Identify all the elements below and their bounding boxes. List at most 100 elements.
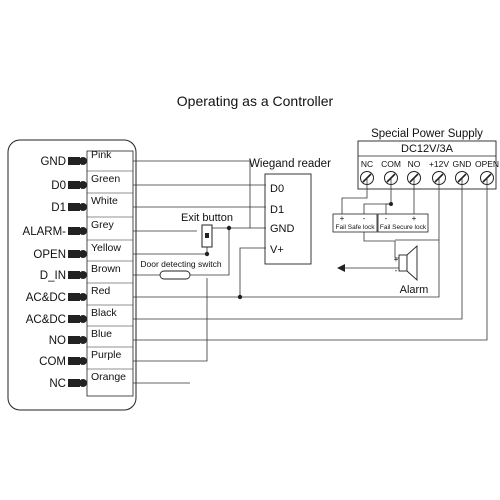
terminal-label-open-4: OPEN bbox=[33, 249, 66, 261]
locks: Fail Safe lock + - Fail Secure lock - + bbox=[332, 213, 429, 233]
terminal-pin-nc-10 bbox=[68, 379, 80, 387]
terminal-connector-open-4 bbox=[79, 250, 87, 258]
fail-safe-plus: + bbox=[340, 214, 345, 223]
terminal-pin-ac-dc-6 bbox=[68, 293, 80, 301]
wire-purple bbox=[133, 278, 208, 362]
diagram-title: Operating as a Controller bbox=[177, 93, 334, 109]
wire-label-panel bbox=[86, 150, 134, 397]
wire-gnd bbox=[133, 160, 266, 229]
wire-label-grey: Grey bbox=[91, 219, 115, 231]
wire-label-orange: Orange bbox=[91, 371, 126, 383]
terminal-connector-ac-dc-6 bbox=[79, 293, 87, 301]
wire-label-yellow: Yellow bbox=[91, 242, 121, 254]
junctions bbox=[204, 202, 393, 300]
terminal-label-nc-10: NC bbox=[49, 378, 66, 390]
terminal-connector-nc-10 bbox=[79, 379, 87, 387]
terminal-label-d1-2: D1 bbox=[51, 202, 66, 214]
terminal-pin-com-9 bbox=[68, 357, 80, 365]
terminal-pin-no-8 bbox=[68, 336, 80, 344]
terminal-label-no-8: NO bbox=[49, 335, 66, 347]
wire-label-brown: Brown bbox=[91, 263, 121, 275]
psu-terminal-label-com: COM bbox=[381, 159, 401, 169]
terminal-connector-alarm-3 bbox=[79, 227, 87, 235]
wiring bbox=[133, 160, 488, 384]
terminal-label-d-in-5: D_IN bbox=[40, 270, 66, 282]
terminal-connector-ac-dc-7 bbox=[79, 315, 87, 323]
power-supply-box bbox=[357, 140, 497, 190]
junction-gnd bbox=[226, 225, 232, 231]
alarm-label: Alarm bbox=[400, 284, 429, 296]
alarm-speaker-body bbox=[398, 254, 408, 272]
wiegand-pin-vplus: V+ bbox=[270, 244, 284, 256]
power-supply-rating: DC12V/3A bbox=[401, 143, 454, 155]
fail-secure-lock-box bbox=[377, 213, 429, 233]
fail-secure-minus: - bbox=[385, 214, 388, 223]
wiegand-reader: Wiegand reader D0 D1 GND V+ bbox=[249, 158, 331, 265]
wire-label-green: Green bbox=[91, 173, 120, 185]
alarm-arrow-icon bbox=[337, 264, 345, 272]
fail-safe-minus: - bbox=[363, 214, 366, 223]
fail-safe-lock-box bbox=[332, 213, 378, 233]
fail-safe-lock-label: Fail Safe lock bbox=[335, 224, 375, 231]
wire-door-gnd bbox=[190, 228, 230, 276]
terminal-pin-d0-1 bbox=[68, 181, 80, 189]
terminal-pin-gnd-0 bbox=[68, 157, 80, 165]
wire-label-blue: Blue bbox=[91, 328, 112, 340]
wire-psu-com bbox=[363, 178, 392, 214]
wiegand-pin-d0: D0 bbox=[270, 183, 284, 195]
wiegand-pin-d1: D1 bbox=[270, 204, 284, 216]
power-supply-title: Special Power Supply bbox=[371, 128, 483, 140]
alarm-plus: + bbox=[394, 255, 399, 264]
wire-label-red: Red bbox=[91, 285, 110, 297]
wire-label-purple: Purple bbox=[91, 349, 122, 361]
terminal-pin-ac-dc-7 bbox=[68, 315, 80, 323]
wiegand-reader-box bbox=[264, 173, 312, 265]
wire-label-pink: Pink bbox=[91, 149, 112, 161]
psu-terminal-label-12v: +12V bbox=[429, 159, 449, 169]
terminal-label-d0-1: D0 bbox=[51, 180, 66, 192]
terminal-pin-alarm-3 bbox=[68, 227, 80, 235]
exit-button-label: Exit button bbox=[181, 212, 233, 224]
wire-lock-return bbox=[363, 232, 399, 259]
alarm-speaker-horn bbox=[406, 244, 418, 282]
fail-secure-plus: + bbox=[412, 214, 417, 223]
terminal-label-ac-dc-6: AC&DC bbox=[26, 292, 66, 304]
wire-red-psu bbox=[240, 178, 440, 298]
power-supply: Special Power Supply DC12V/3A NC COM NO +12… bbox=[357, 128, 499, 190]
terminal-label-gnd-0: GND bbox=[40, 156, 66, 168]
psu-terminal-label-nc: NC bbox=[361, 159, 373, 169]
terminal-connector-com-9 bbox=[79, 357, 87, 365]
terminal-label-alarm-3: ALARM- bbox=[23, 226, 67, 238]
wire-red bbox=[133, 247, 266, 298]
wire-black bbox=[133, 178, 463, 320]
terminal-pin-d1-2 bbox=[68, 203, 80, 211]
psu-terminal-label-open: OPEN bbox=[475, 159, 499, 169]
junction-red bbox=[237, 294, 243, 300]
wire-blue bbox=[133, 178, 488, 341]
exit-button-dot bbox=[205, 233, 209, 238]
terminal-connector-gnd-0 bbox=[79, 157, 87, 165]
alarm-minus: - bbox=[395, 266, 398, 275]
exit-button: Exit button bbox=[181, 212, 233, 248]
junction-exit bbox=[204, 251, 210, 257]
terminal-connector-d1-2 bbox=[79, 203, 87, 211]
wiegand-reader-title: Wiegand reader bbox=[249, 158, 331, 170]
terminal-connector-d-in-5 bbox=[79, 271, 87, 279]
wire-label-white: White bbox=[91, 195, 118, 207]
door-switch-label: Door detecting switch bbox=[140, 259, 222, 269]
door-switch-symbol bbox=[159, 270, 191, 280]
terminal-connector-no-8 bbox=[79, 336, 87, 344]
wire-psu-nc bbox=[341, 178, 368, 214]
wire-open bbox=[133, 247, 208, 255]
terminal-label-ac-dc-7: AC&DC bbox=[26, 314, 66, 326]
wiegand-pin-gnd: GND bbox=[270, 223, 295, 235]
psu-terminal-label-no: NO bbox=[408, 159, 421, 169]
alarm: + - Alarm bbox=[394, 244, 429, 296]
psu-terminal-label-gnd: GND bbox=[453, 159, 472, 169]
terminal-pin-d-in-5 bbox=[68, 271, 80, 279]
door-switch: Door detecting switch bbox=[140, 259, 222, 280]
terminal-connector-d0-1 bbox=[79, 181, 87, 189]
fail-secure-lock-label: Fail Secure lock bbox=[380, 224, 427, 231]
